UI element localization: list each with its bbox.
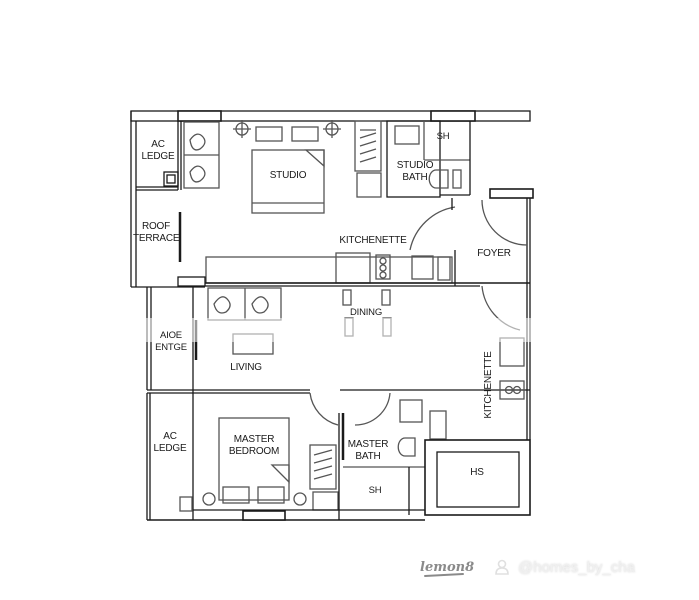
- room-label-studio-sh: SH: [436, 131, 450, 142]
- room-label-kitchenette-right: KITCHENETTE: [483, 351, 494, 419]
- ac-unit-top: [163, 171, 179, 187]
- room-label-hs: HS: [470, 467, 484, 478]
- room-label-living: LIVING: [230, 362, 262, 373]
- household-shelter: [424, 439, 531, 516]
- room-label-studio: STUDIO: [269, 170, 307, 181]
- room-label-kitchenette-top: KITCHENETTE: [339, 235, 407, 246]
- watermark-handle: @homes_by_cha: [494, 557, 635, 577]
- window-top-left: [177, 110, 222, 122]
- cooktop-right: [499, 380, 525, 400]
- room-label-foyer: FOYER: [477, 248, 511, 259]
- cooktop-top: [375, 254, 391, 280]
- master-bed: [218, 417, 290, 501]
- user-icon: [495, 559, 509, 575]
- window-top-right: [430, 110, 476, 122]
- lemon8-logo: lemon8: [420, 557, 474, 578]
- room-label-master-sh: SH: [368, 485, 382, 496]
- studio-bed: [251, 149, 325, 214]
- room-label-dining: DINING: [349, 307, 383, 318]
- overlay-band: [0, 318, 699, 342]
